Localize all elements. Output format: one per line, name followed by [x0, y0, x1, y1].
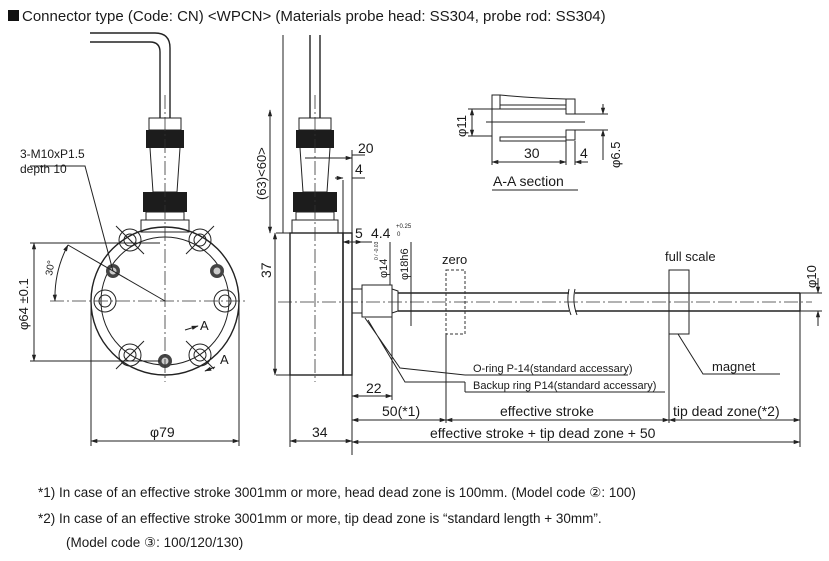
section-mark-a-2: A	[220, 352, 229, 367]
backup-ring-label: Backup ring P14(standard accessary)	[473, 380, 656, 392]
outer-diameter: φ79	[150, 424, 175, 440]
section-label: A-A section	[493, 173, 564, 189]
dim-34: 34	[312, 424, 328, 440]
section-dim-30: 30	[524, 145, 540, 161]
dim-37: 37	[258, 262, 274, 278]
thread-note-1: 3-M10xP1.5	[20, 147, 85, 161]
dim-5: 5	[355, 225, 363, 241]
dim-4: 4	[355, 161, 363, 177]
footnote-2: *2) In case of an effective stroke 3001m…	[38, 511, 602, 526]
dim-20: 20	[358, 140, 374, 156]
side-view: zero full scale (63)<60> 37 20 4 5 4.4 +…	[254, 35, 822, 455]
effective-stroke-label: effective stroke	[500, 403, 594, 419]
dim-14: φ14	[378, 259, 390, 278]
section-mark-a-1: A	[200, 318, 209, 333]
dim-18h6: φ18h6	[399, 248, 411, 280]
section-dia-11: φ11	[454, 115, 469, 137]
zero-position-magnet	[445, 269, 466, 335]
dim-50-head-dead-zone: 50(*1)	[382, 403, 420, 419]
cable-length-dim: (63)<60>	[254, 147, 269, 200]
section-dim-4: 4	[580, 145, 588, 161]
title-bullet-icon	[8, 10, 19, 21]
dim-22: 22	[366, 380, 382, 396]
dim-4-4-tol-upper: +0.25	[396, 224, 412, 230]
dim-4-4-tol-lower: 0	[397, 232, 401, 238]
probe-rod	[398, 292, 801, 312]
full-scale-label: full scale	[665, 249, 716, 264]
footnote-1: *1) In case of an effective stroke 3001m…	[38, 485, 636, 500]
dim-14-tol: 0 / -0.03	[374, 241, 380, 260]
drawing-title: Connector type (Code: CN) <WPCN> (Materi…	[22, 8, 606, 25]
section-dia-6-5: φ6.5	[608, 141, 623, 168]
probe-head-body	[289, 232, 344, 376]
total-length-label: effective stroke + tip dead zone + 50	[430, 425, 656, 441]
cable	[90, 41, 161, 118]
boss	[361, 284, 393, 318]
oring-label: O-ring P-14(standard accessary)	[473, 363, 633, 375]
front-view: 30° 3-M10xP1.5 depth 10 φ64 ±0.1 φ79 A A	[16, 32, 246, 446]
bolt-circle-diameter: φ64 ±0.1	[16, 278, 31, 330]
thread-note-2: depth 10	[20, 162, 67, 176]
magnet-label: magnet	[712, 359, 756, 374]
angle-label: 30°	[44, 260, 57, 277]
rod-diameter: φ10	[804, 265, 819, 288]
footnote-2-model-code: (Model code ③: 100/120/130)	[66, 535, 244, 550]
tip-dead-zone-label: tip dead zone(*2)	[673, 403, 780, 419]
zero-label: zero	[442, 252, 467, 267]
dim-4-4: 4.4	[371, 225, 391, 241]
a-a-section: φ11 30 4 φ6.5 A-A section	[454, 94, 623, 191]
magnet	[668, 269, 690, 335]
